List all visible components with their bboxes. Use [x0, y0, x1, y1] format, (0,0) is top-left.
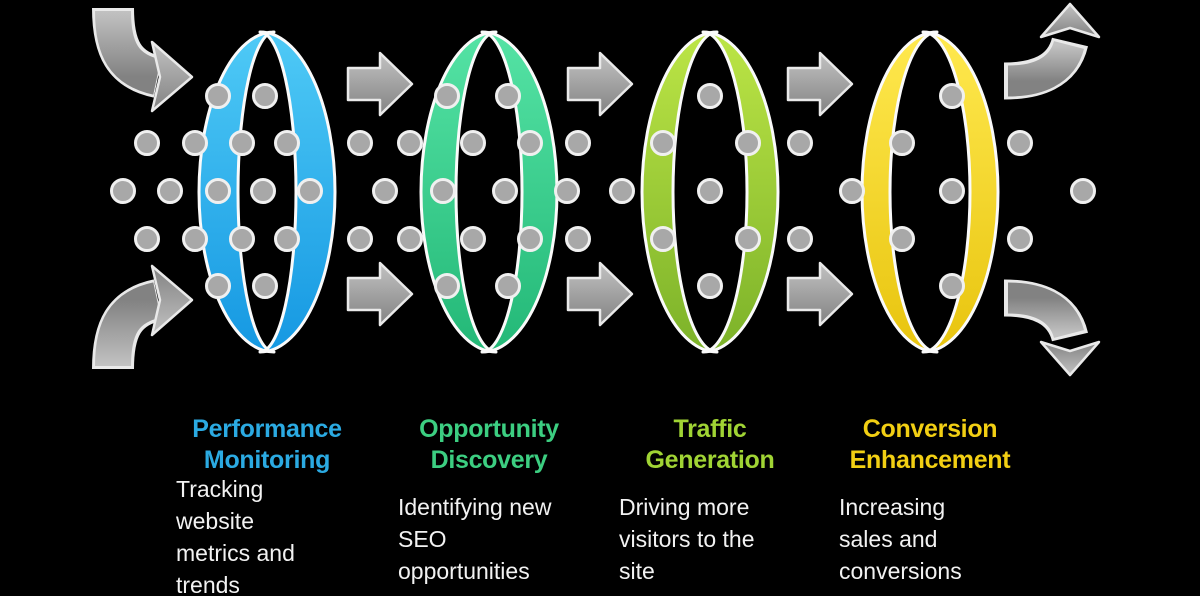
dot-icon — [134, 130, 160, 156]
stage-title: Opportunity Discovery — [419, 415, 559, 474]
ring-band-right — [701, 30, 780, 354]
dot-icon — [787, 130, 813, 156]
arrowhead — [150, 40, 194, 113]
dot-icon — [182, 226, 208, 252]
dot-icon — [205, 83, 231, 109]
stage-title: Performance Monitoring — [192, 415, 342, 474]
inflow-arrow-bottom-icon — [92, 264, 194, 370]
dot-icon — [460, 226, 486, 252]
arrowhead — [150, 264, 194, 337]
dot-icon — [434, 273, 460, 299]
dot-icon — [517, 226, 543, 252]
dot-icon — [554, 178, 580, 204]
dot-icon — [182, 130, 208, 156]
right-arrow-icon — [566, 261, 634, 327]
inflow-arrow-top-icon — [92, 7, 194, 113]
stage-title: Traffic Generation — [645, 415, 775, 474]
dot-icon — [609, 178, 635, 204]
outflow-arrow-bottom-icon — [1003, 279, 1101, 377]
dot-icon — [650, 130, 676, 156]
right-arrow-icon — [346, 261, 414, 327]
stage-description: Driving more visitors to the site — [619, 494, 755, 584]
dot-icon — [157, 178, 183, 204]
dot-icon — [492, 178, 518, 204]
dot-icon — [274, 130, 300, 156]
arrowhead — [1039, 2, 1101, 39]
right-arrow-icon — [346, 51, 414, 117]
dot-icon — [939, 83, 965, 109]
dot-icon — [347, 130, 373, 156]
dot-icon — [495, 273, 521, 299]
ring-band-left — [419, 30, 498, 354]
stage-conversion-enhancement: Conversion Enhancement Increasing sales … — [820, 414, 1040, 587]
dot-icon — [430, 178, 456, 204]
stage-title: Conversion Enhancement — [849, 415, 1011, 474]
right-arrow-icon — [566, 51, 634, 117]
dot-icon — [697, 273, 723, 299]
dot-icon — [397, 226, 423, 252]
funnel-ring-4 — [860, 30, 1000, 354]
dot-icon — [297, 178, 323, 204]
dot-icon — [735, 226, 761, 252]
stage-performance-monitoring: Performance Monitoring Tracking website … — [157, 414, 377, 596]
stage-description: Tracking website metrics and trends — [176, 476, 295, 596]
dot-icon — [939, 273, 965, 299]
dot-icon — [889, 226, 915, 252]
dot-icon — [110, 178, 136, 204]
dot-icon — [372, 178, 398, 204]
ring-band-right — [921, 30, 1000, 354]
outflow-arrow-top-icon — [1003, 2, 1101, 100]
dot-icon — [565, 226, 591, 252]
right-arrow-icon — [786, 51, 854, 117]
dot-icon — [274, 226, 300, 252]
dot-icon — [434, 83, 460, 109]
stage-opportunity-discovery: Opportunity Discovery Identifying new SE… — [379, 414, 599, 587]
stage-description: Increasing sales and conversions — [839, 494, 962, 584]
dot-icon — [1007, 130, 1033, 156]
dot-icon — [252, 273, 278, 299]
dot-icon — [397, 130, 423, 156]
dot-icon — [1070, 178, 1096, 204]
dot-icon — [134, 226, 160, 252]
dot-icon — [229, 226, 255, 252]
dot-icon — [250, 178, 276, 204]
dot-icon — [939, 178, 965, 204]
ring-band-left — [860, 30, 939, 354]
stage-description: Identifying new SEO opportunities — [398, 494, 552, 584]
dot-icon — [650, 226, 676, 252]
dot-icon — [839, 178, 865, 204]
ring-band-right — [480, 30, 559, 354]
arrowhead — [1039, 340, 1101, 377]
dot-icon — [697, 83, 723, 109]
ring-band-left — [640, 30, 719, 354]
ring-band-left — [197, 30, 276, 354]
dot-icon — [460, 130, 486, 156]
funnel-ring-2 — [419, 30, 559, 354]
dot-icon — [205, 273, 231, 299]
dot-icon — [517, 130, 543, 156]
funnel-ring-3 — [640, 30, 780, 354]
dot-icon — [347, 226, 373, 252]
dot-icon — [229, 130, 255, 156]
dot-icon — [1007, 226, 1033, 252]
dot-icon — [252, 83, 278, 109]
dot-icon — [889, 130, 915, 156]
data-dots — [110, 83, 1096, 299]
dot-icon — [787, 226, 813, 252]
dot-icon — [697, 178, 723, 204]
dot-icon — [565, 130, 591, 156]
stage-traffic-generation: Traffic Generation Driving more visitors… — [600, 414, 820, 587]
dot-icon — [735, 130, 761, 156]
dot-icon — [495, 83, 521, 109]
dot-icon — [205, 178, 231, 204]
flow-arrows — [346, 51, 854, 327]
right-arrow-icon — [786, 261, 854, 327]
